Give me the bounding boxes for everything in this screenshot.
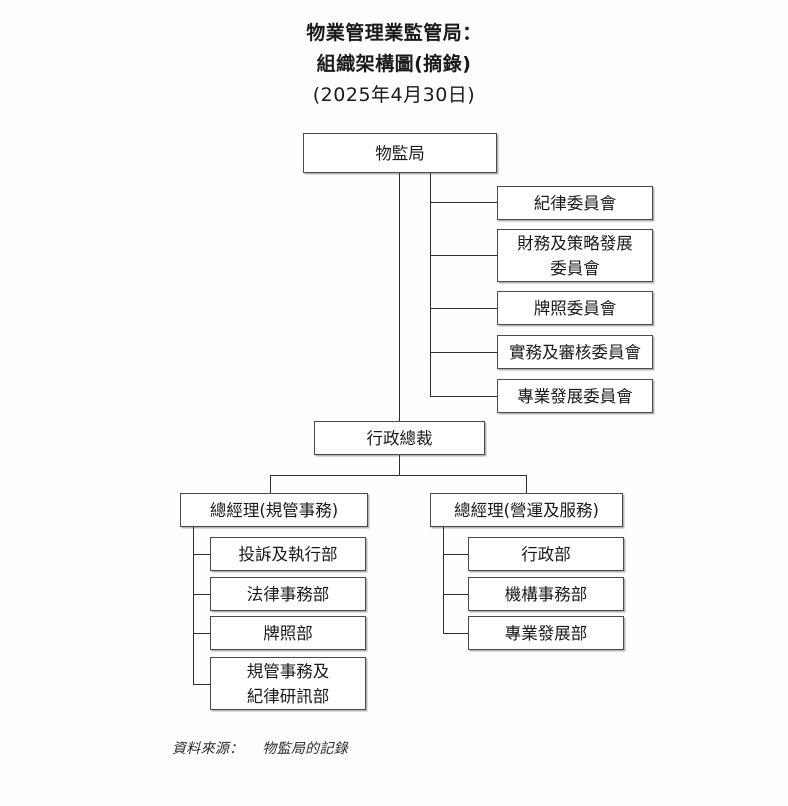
connector-dept-1-3-stub bbox=[193, 633, 210, 634]
org-node-committee-3-label: 牌照委員會 bbox=[533, 298, 617, 318]
connector-dept-2-3-stub bbox=[443, 633, 468, 634]
org-node-committee-5-label: 專業發展委員會 bbox=[517, 386, 633, 406]
connector-committee-stub-3 bbox=[430, 308, 497, 309]
org-node-dept-1-1-label: 投訴及執行部 bbox=[238, 544, 338, 564]
title-line-3: (2025年4月30日) bbox=[312, 84, 476, 106]
connector-division-right-drop bbox=[526, 475, 527, 493]
org-node-dept-1-4-label: 規管事務及 紀律研訊部 bbox=[246, 661, 330, 706]
org-node-committee-2-label: 財務及策略發展 委員會 bbox=[517, 233, 633, 278]
connector-committee-stub-4 bbox=[430, 352, 497, 353]
org-node-committee-4: 實務及審核委員會 bbox=[497, 335, 653, 369]
org-node-root: 物監局 bbox=[303, 133, 497, 173]
org-node-dept-1-4: 規管事務及 紀律研訊部 bbox=[210, 657, 366, 710]
org-node-dept-2-2: 機構事務部 bbox=[468, 577, 624, 611]
page-title: 物業管理業監管局： 組織架構圖(摘錄) (2025年4月30日) bbox=[0, 18, 788, 111]
org-node-executive: 行政總裁 bbox=[314, 421, 485, 455]
org-node-committee-3: 牌照委員會 bbox=[497, 291, 653, 325]
connector-committee-stub-2 bbox=[430, 255, 497, 256]
org-node-dept-2-3: 專業發展部 bbox=[468, 616, 624, 650]
org-node-dept-1-2: 法律事務部 bbox=[210, 577, 366, 611]
connector-root-to-committees bbox=[430, 173, 431, 397]
connector-division-bar bbox=[270, 475, 526, 476]
connector-dept-1-4-stub bbox=[193, 684, 210, 685]
org-node-dept-2-1: 行政部 bbox=[468, 537, 624, 571]
connector-division-left-drop bbox=[270, 475, 271, 493]
org-node-committee-2: 財務及策略發展 委員會 bbox=[497, 229, 653, 282]
org-node-executive-label: 行政總裁 bbox=[366, 428, 433, 448]
org-node-division-head-2: 總經理(營運及服務) bbox=[430, 493, 623, 527]
connector-dept-2-2-stub bbox=[443, 594, 468, 595]
org-node-root-label: 物監局 bbox=[375, 143, 425, 163]
org-node-dept-2-2-label: 機構事務部 bbox=[504, 584, 588, 604]
connector-dept-1-1-stub bbox=[193, 554, 210, 555]
org-node-dept-1-1: 投訴及執行部 bbox=[210, 537, 366, 571]
connector-committee-stub-5 bbox=[430, 396, 497, 397]
connector-root-to-executive bbox=[399, 173, 400, 421]
org-node-committee-1: 紀律委員會 bbox=[497, 186, 653, 220]
org-node-division-head-2-label: 總經理(營運及服務) bbox=[454, 500, 599, 520]
org-node-division-head-1-label: 總經理(規管事務) bbox=[209, 500, 339, 520]
org-node-committee-5: 專業發展委員會 bbox=[497, 379, 653, 413]
title-line-1: 物業管理業監管局： bbox=[306, 22, 482, 44]
connector-committee-stub-1 bbox=[430, 202, 497, 203]
org-node-dept-1-2-label: 法律事務部 bbox=[246, 584, 330, 604]
source-note-label: 資料來源： bbox=[172, 741, 244, 757]
title-line-2: 組織架構圖(摘錄) bbox=[316, 53, 472, 75]
connector-executive-down bbox=[399, 455, 400, 476]
connector-dept-1-2-stub bbox=[193, 594, 210, 595]
connector-division-2-spine bbox=[443, 527, 444, 633]
connector-dept-2-1-stub bbox=[443, 554, 468, 555]
org-node-committee-4-label: 實務及審核委員會 bbox=[509, 342, 641, 362]
source-note: 資料來源： 物監局的記錄 bbox=[172, 738, 348, 758]
org-node-dept-1-3: 牌照部 bbox=[210, 616, 366, 650]
org-node-dept-1-3-label: 牌照部 bbox=[263, 623, 313, 643]
source-note-value: 物監局的記錄 bbox=[262, 741, 349, 757]
org-node-division-head-1: 總經理(規管事務) bbox=[180, 493, 368, 527]
org-node-dept-2-3-label: 專業發展部 bbox=[504, 623, 588, 643]
connector-division-1-spine bbox=[193, 527, 194, 684]
org-node-committee-1-label: 紀律委員會 bbox=[533, 193, 617, 213]
org-node-dept-2-1-label: 行政部 bbox=[521, 544, 571, 564]
